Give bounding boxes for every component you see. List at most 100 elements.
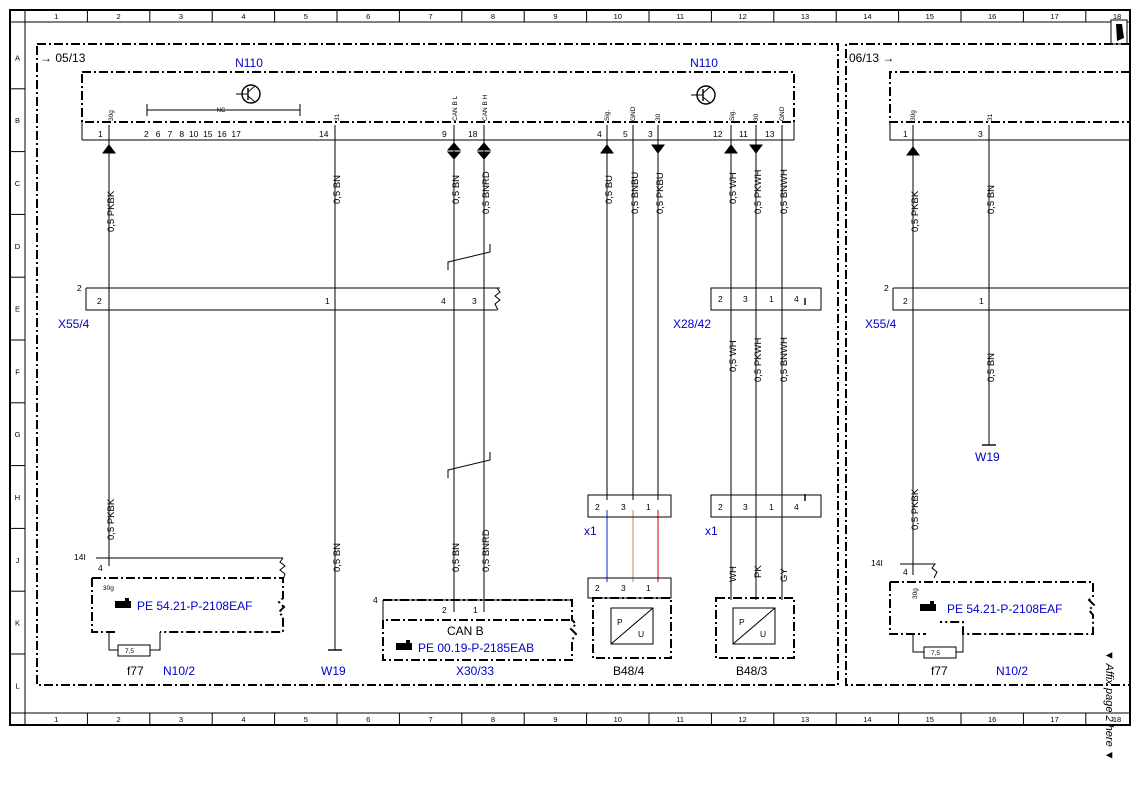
nc-bracket [146,104,301,116]
grid-column-label: 14 [863,715,871,724]
n10-2-right-label: N10/2 [996,664,1028,678]
svg-text:1: 1 [646,502,651,512]
n110-pins: 1 14 9 18 4 5 3 12 11 13 1 3 [98,129,983,139]
transistor-icon [691,85,716,105]
svg-text:Sig.: Sig. [604,110,611,121]
grid-column-label: 7 [429,715,433,724]
svg-text:WH: WH [728,566,739,582]
nc-label: NC [217,108,226,114]
x55-4-right-label: X55/4 [865,317,897,331]
grid-column-label: 1 [54,715,58,724]
svg-text:0,5 PKWH: 0,5 PKWH [753,170,764,214]
svg-text:30: 30 [655,113,662,121]
grid-column-label: 8 [491,715,495,724]
grid-column-label: 15 [926,715,934,724]
grid-row-label: K [15,619,20,628]
n110-right-module [889,71,1130,141]
svg-text:3: 3 [621,502,626,512]
svg-text:30g: 30g [108,110,115,121]
grid-column-label: 1 [54,12,58,21]
svg-text:0,5 BN: 0,5 BN [332,543,343,572]
svg-text:30: 30 [753,113,760,121]
svg-text:4: 4 [98,563,103,573]
svg-text:2: 2 [595,583,600,593]
pe-ref-right: PE 54.21-P-2108EAF [947,602,1062,616]
svg-text:0,5 BNRD: 0,5 BNRD [481,529,492,572]
n110-left-module [81,71,795,141]
svg-text:0,5 WH: 0,5 WH [728,172,739,204]
grid-column-label: 16 [988,12,996,21]
svg-text:0,5 BNWH: 0,5 BNWH [779,337,790,382]
transistor-icon [236,84,261,104]
svg-text:2: 2 [884,283,889,293]
x55-4-connector: 2 2 1 4 3 [77,283,501,311]
grid-row-label: F [15,367,20,376]
grid-column-label: 12 [738,715,746,724]
x28-42-connector: 2 3 1 4 [710,287,822,311]
svg-text:7,5: 7,5 [931,650,940,657]
grid-column-label: 12 [738,12,746,21]
grid-column-label: 10 [614,12,622,21]
svg-text:0,5 PKBU: 0,5 PKBU [655,172,666,214]
grid-column-label: 11 [676,12,684,21]
b48-4-label: B48/4 [613,664,645,678]
grid-column-label: 18 [1113,12,1121,21]
grid-row-label: B [15,116,20,125]
svg-text:18: 18 [468,129,478,139]
svg-text:PK: PK [753,565,764,578]
grid-column-label: 13 [801,12,809,21]
svg-text:GND: GND [630,106,637,121]
n10-2-left-label: N10/2 [163,664,195,678]
svg-text:3: 3 [743,502,748,512]
x28-42-label: X28/42 [673,317,711,331]
n110-mid-label: N110 [690,56,718,70]
svg-text:3: 3 [472,296,477,306]
svg-text:4: 4 [373,595,378,605]
svg-text:1: 1 [473,605,478,615]
svg-text:1: 1 [979,296,984,306]
svg-text:14I: 14I [871,558,883,568]
svg-text:5: 5 [623,129,628,139]
grid-column-label: 15 [926,12,934,21]
x55-4-left-label: X55/4 [58,317,90,331]
svg-text:3: 3 [978,129,983,139]
grid-row-label: H [15,493,20,502]
page-ref-left: → 05/13 [40,51,86,65]
svg-text:0,5 BN: 0,5 BN [451,543,462,572]
svg-text:1: 1 [98,129,103,139]
grid-column-label: 5 [304,12,308,21]
f77-right-label: f77 [931,664,948,678]
grid-column-label: 3 [179,715,183,724]
w19-right-label: W19 [975,450,1000,464]
svg-text:GND: GND [779,106,786,121]
svg-text:0,5 PKWH: 0,5 PKWH [753,338,764,382]
reference-hand-icon [396,640,412,650]
svg-text:CAN B L: CAN B L [452,95,459,121]
grid-column-label: 16 [988,715,996,724]
svg-text:4: 4 [441,296,446,306]
grid-row-label: D [15,242,21,251]
reference-hand-icon [115,598,131,608]
svg-text:30g: 30g [912,588,919,599]
n10-2-left-module: 14I 4 30g 7,5 [74,552,286,657]
reference-hand-icon [920,601,936,611]
grid-column-label: 3 [179,12,183,21]
grid-column-label: 4 [241,12,245,21]
grid-column-label: 8 [491,12,495,21]
grid-column-label: 17 [1050,715,1058,724]
pe-ref-can: PE 00.19-P-2185EAB [418,641,534,655]
svg-text:1: 1 [769,294,774,304]
svg-text:1: 1 [646,583,651,593]
svg-text:4: 4 [794,294,799,304]
n110-left-label: N110 [235,56,263,70]
svg-text:0,5 BNBU: 0,5 BNBU [630,172,641,214]
grid-column-label: 14 [863,12,871,21]
svg-text:0,5 BN: 0,5 BN [332,175,343,204]
svg-text:13: 13 [765,129,775,139]
x30-33-module: 4 2 1 [373,595,578,661]
grid-column-label: 9 [553,715,557,724]
grid-column-label: 2 [117,715,121,724]
x55-4-right-connector: 2 2 1 [884,283,1130,311]
grid-column-label: 7 [429,12,433,21]
